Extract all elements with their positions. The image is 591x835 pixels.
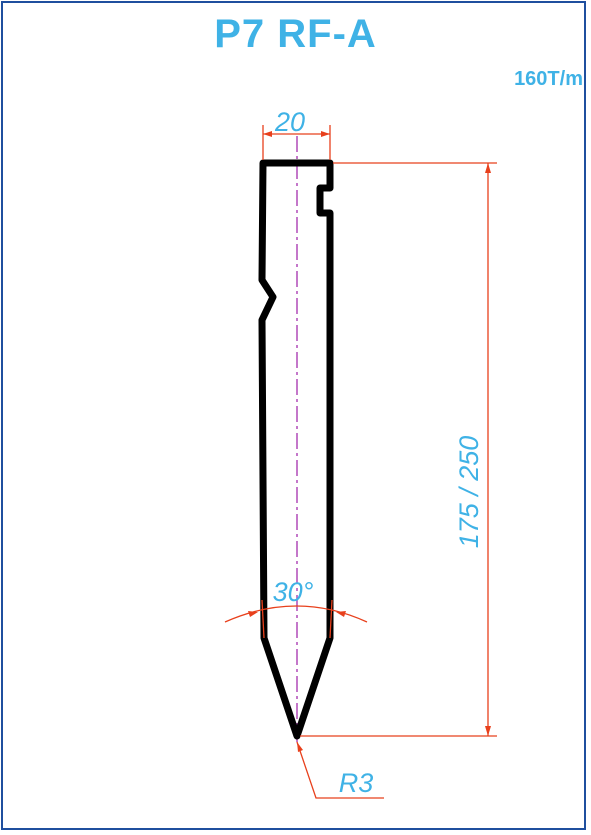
height-dimension [300, 162, 497, 737]
radius-leader [296, 741, 384, 799]
angle-label: 30° [273, 577, 314, 607]
angle-dimension [224, 599, 368, 639]
radius-label: R3 [339, 768, 374, 798]
width-label: 20 [274, 107, 305, 137]
height-label: 175 / 250 [454, 436, 484, 549]
tool-title: P7 RF-A [214, 12, 377, 56]
tonnage-rating: 160T/m [514, 68, 583, 90]
width-dimension [262, 125, 331, 160]
punch-profile [258, 159, 334, 740]
